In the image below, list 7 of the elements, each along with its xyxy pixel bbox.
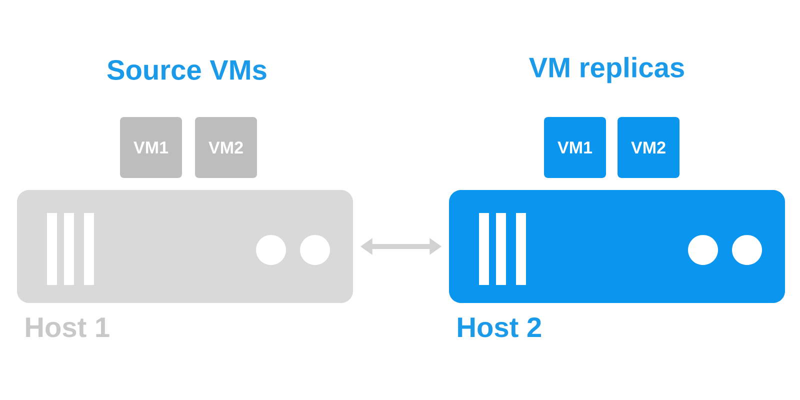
heading: VM replicas xyxy=(529,56,684,84)
vm-box: VM1 xyxy=(120,116,182,178)
heading: Source VMs xyxy=(107,60,266,80)
host-label: Host 2 xyxy=(458,317,541,338)
vm-box: VM2 xyxy=(195,116,257,178)
vm-box: VM1 xyxy=(544,116,606,178)
vm-box: VM2 xyxy=(618,116,680,178)
